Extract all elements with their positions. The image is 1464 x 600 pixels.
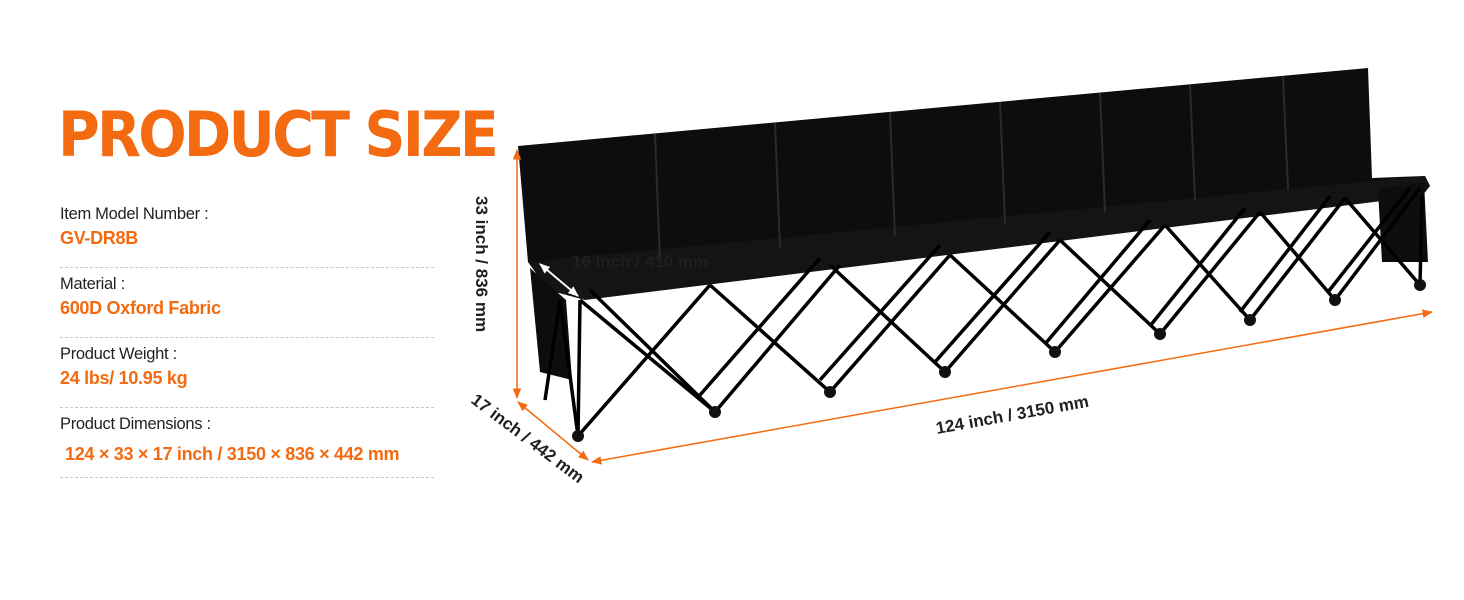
spec-label: Item Model Number : [60, 205, 209, 223]
height-label: 33 inch / 836 mm [472, 196, 491, 332]
spec-value: 24 lbs/ 10.95 kg [60, 368, 188, 388]
bench-backrest [518, 68, 1430, 294]
spec-item-material: Material : 600D Oxford Fabric [60, 268, 434, 338]
spec-item-model: Item Model Number : GV-DR8B [60, 198, 434, 268]
spec-value: 600D Oxford Fabric [60, 298, 221, 318]
depth-label: 17 inch / 442 mm [468, 390, 588, 487]
spec-label: Material : [60, 275, 125, 293]
length-label: 124 inch / 3150 mm [934, 392, 1090, 438]
spec-label: Product Dimensions : [60, 415, 211, 433]
spec-value: GV-DR8B [60, 228, 138, 248]
spec-label: Product Weight : [60, 345, 177, 363]
spec-value: 124 × 33 × 17 inch / 3150 × 836 × 442 mm [65, 444, 400, 464]
spec-item-dimensions: Product Dimensions : 124 × 33 × 17 inch … [60, 408, 434, 478]
length-arrow [590, 309, 1434, 465]
bench-seat [528, 176, 1430, 300]
seat-width-arrow [539, 263, 579, 297]
right-storage-pouch [1378, 182, 1428, 262]
depth-arrow [517, 401, 589, 461]
page-title: PRODUCT SIZE [58, 98, 499, 171]
spec-list: Item Model Number : GV-DR8B Material : 6… [60, 198, 434, 478]
dimension-guides [512, 148, 1434, 465]
seat-width-label: 16 inch / 410 mm [572, 252, 708, 271]
spec-item-weight: Product Weight : 24 lbs/ 10.95 kg [60, 338, 434, 408]
bench-seams [654, 75, 1289, 263]
